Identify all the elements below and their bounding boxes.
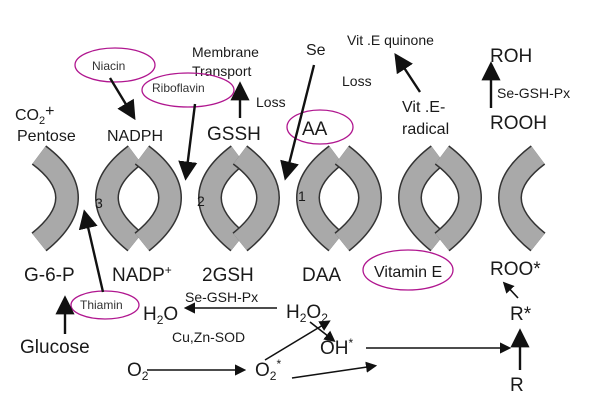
se-gsh-px-label: Se-GSH-Px [185, 289, 258, 305]
vite-radical-label-1: Vit .E- [402, 99, 445, 116]
aa-oval [286, 109, 354, 145]
loss-label-2: Loss [342, 73, 372, 89]
cycle-band-4-1 [335, 146, 381, 251]
cu-zn-sod-label: Cu,Zn-SOD [172, 329, 245, 345]
rooh-label: ROOH [490, 113, 547, 134]
co2-label: CO2+ [15, 103, 54, 127]
r-label: R [510, 375, 524, 396]
roh-label: ROH [490, 46, 532, 67]
cycle-number-3: 3 [95, 195, 103, 211]
2gsh-label: 2GSH [202, 265, 254, 286]
g6p-label: G-6-P [24, 265, 75, 286]
se-gsh-px-top-label: Se-GSH-Px [497, 85, 570, 101]
r-star-label: R* [510, 304, 532, 325]
h2o-label: H2O [143, 304, 178, 327]
gssh-label: GSSH [207, 124, 261, 145]
cycle-number-1: 1 [298, 188, 306, 204]
vite-radical-label-2: radical [402, 121, 449, 138]
o2-label: O2 [127, 360, 149, 383]
cycle-band-1-2 [96, 146, 142, 251]
vitamin-e-label: Vitamin E [374, 264, 442, 281]
superoxide-label: O2* [255, 357, 281, 383]
cycle-band-3-1 [233, 146, 279, 251]
h2o2-label: H2O2 [286, 302, 328, 325]
oh-radical-label: OH* [320, 336, 354, 359]
nadph-label: NADPH [107, 128, 163, 145]
cycle-number-2: 2 [197, 193, 205, 209]
niacin-oval [74, 47, 156, 83]
thiamin-label: Thiamin [80, 298, 123, 312]
daa-label: DAA [302, 265, 341, 286]
cycle-band-3-2 [297, 146, 343, 251]
vitamin-e-oval [362, 249, 454, 291]
glucose-label: Glucose [20, 337, 90, 358]
redox-cycle-bands [31, 145, 546, 252]
cycle-band-1-1 [32, 146, 78, 251]
cycle-band-4-2 [399, 146, 445, 251]
roo-label: ROO* [490, 259, 541, 280]
cycle-band-5-1 [435, 146, 481, 251]
arrows [55, 52, 530, 379]
cycle-band-2-1 [135, 146, 181, 251]
se-label: Se [306, 42, 326, 59]
transport-label: Transport [192, 63, 252, 79]
cycle-band-2-2 [199, 146, 245, 251]
membrane-label: Membrane [192, 44, 259, 60]
loss-label-1: Loss [256, 94, 286, 110]
niacin-label: Niacin [92, 59, 125, 73]
pentose-label: Pentose [17, 128, 76, 145]
nadp-label: NADP+ [112, 263, 172, 286]
aa-label: AA [302, 119, 328, 140]
vite-quinone-label: Vit .E quinone [347, 32, 434, 48]
cycle-band-5-2 [499, 146, 545, 251]
riboflavin-label: Riboflavin [152, 81, 205, 95]
